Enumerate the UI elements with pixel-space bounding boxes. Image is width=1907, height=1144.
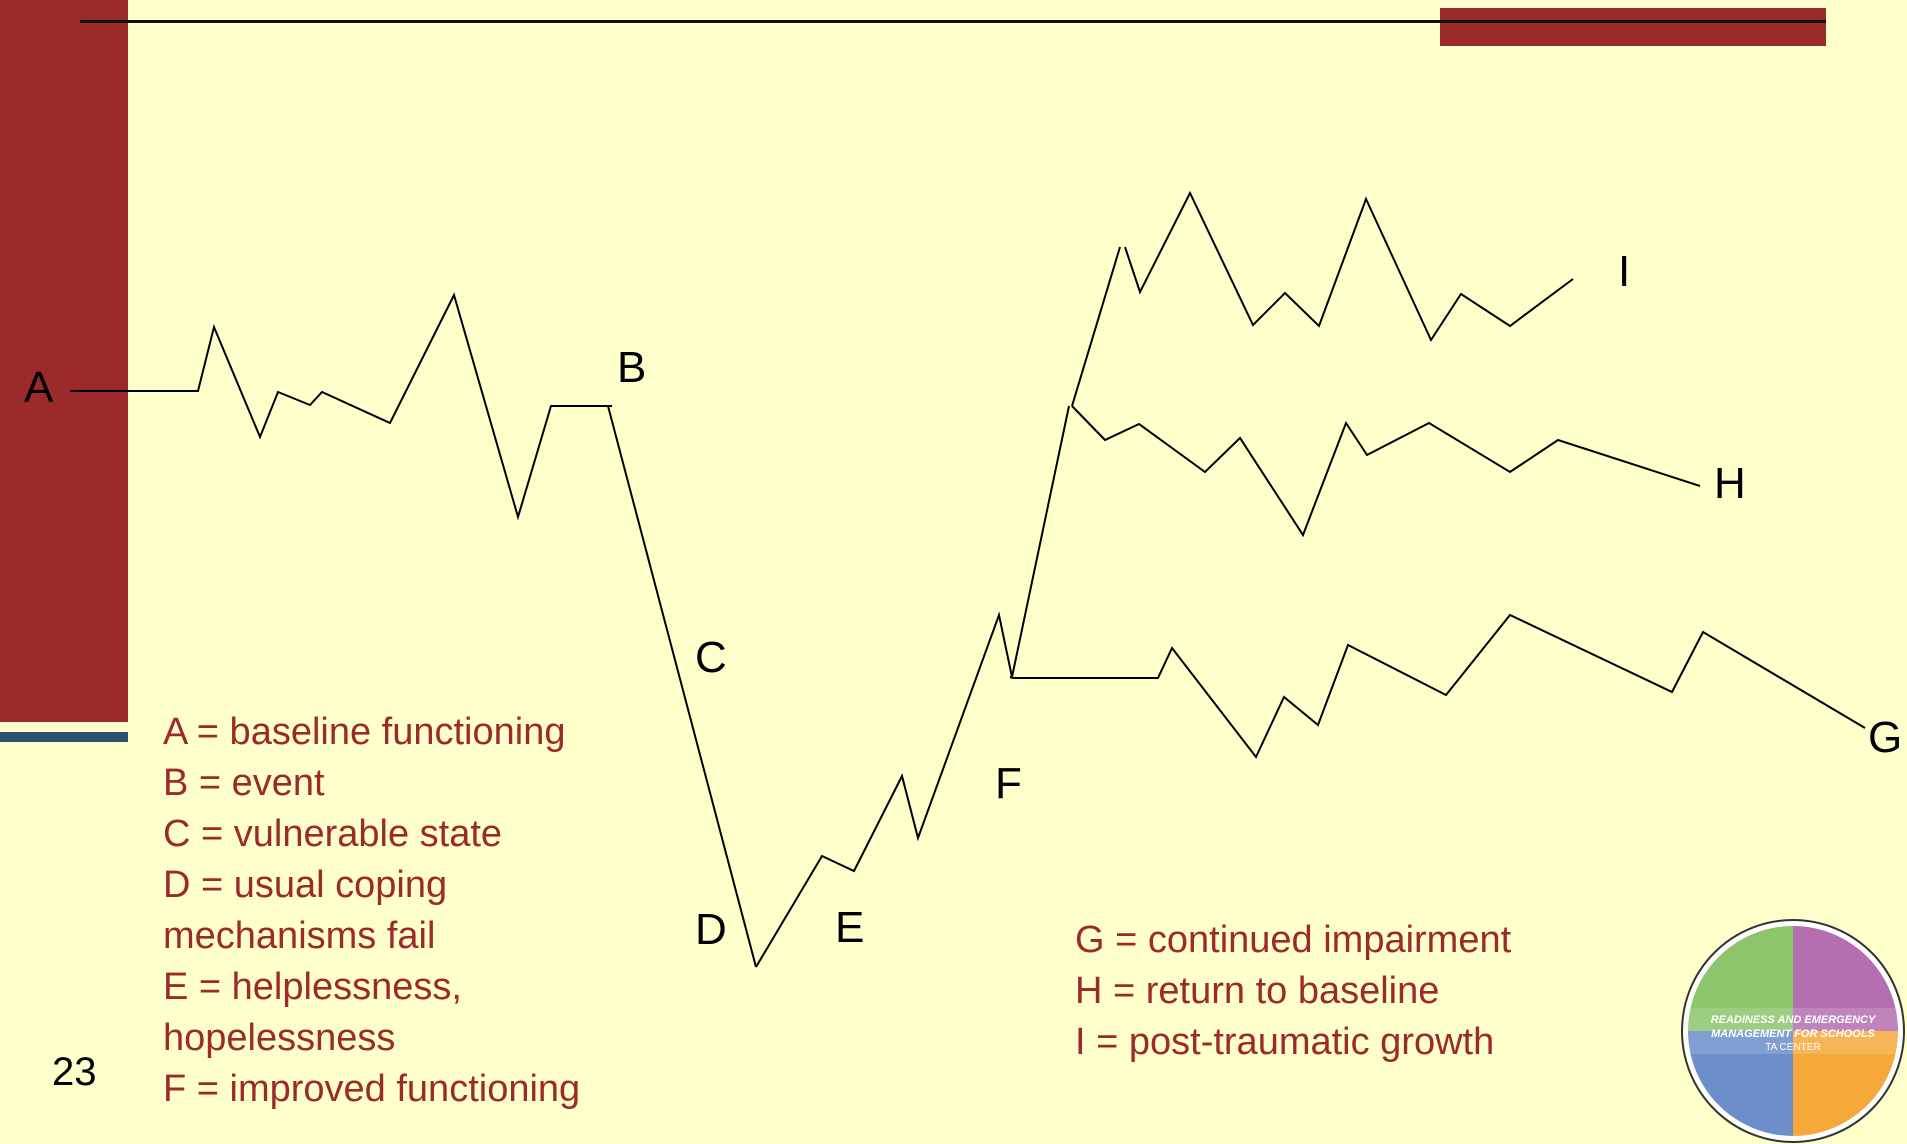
legend-left: A = baseline functioning B = event C = v… bbox=[163, 707, 580, 1115]
legend-item-e-cont: hopelessness bbox=[163, 1017, 396, 1059]
legend-item-d: D = usual coping bbox=[163, 864, 448, 906]
legend-item-g: G = continued impairment bbox=[1075, 919, 1512, 961]
point-label-e: E bbox=[835, 903, 865, 952]
legend-item-d-cont: mechanisms fail bbox=[163, 915, 436, 957]
top-accent-block bbox=[1440, 8, 1826, 46]
point-label-c: C bbox=[695, 633, 727, 682]
decline-path bbox=[607, 405, 757, 968]
trajectory-diagram bbox=[70, 190, 1866, 968]
point-label-i: I bbox=[1618, 247, 1631, 296]
legend-item-b: B = event bbox=[163, 762, 325, 804]
point-label-a: A bbox=[24, 363, 54, 412]
logo-line1: READINESS AND EMERGENCY bbox=[1711, 1014, 1877, 1026]
logo-line2: MANAGEMENT FOR SCHOOLS bbox=[1711, 1028, 1875, 1040]
branch-i-path bbox=[1071, 246, 1121, 407]
legend-item-e: E = helplessness, bbox=[163, 966, 462, 1008]
logo-line3: TA CENTER bbox=[1765, 1042, 1820, 1053]
point-label-f: F bbox=[995, 759, 1022, 808]
point-label-h: H bbox=[1714, 459, 1746, 508]
branch-i-top bbox=[1124, 190, 1574, 343]
legend-item-i: I = post-traumatic growth bbox=[1075, 1021, 1495, 1063]
point-label-b: B bbox=[617, 343, 647, 392]
branch-g-path bbox=[1009, 613, 1866, 759]
legend-right: G = continued impairment H = return to b… bbox=[1075, 915, 1511, 1068]
baseline-path bbox=[70, 292, 612, 521]
left-accent-stripe bbox=[0, 732, 128, 742]
legend-item-h: H = return to baseline bbox=[1075, 970, 1440, 1012]
left-accent-bar bbox=[0, 0, 128, 722]
legend-item-c: C = vulnerable state bbox=[163, 813, 503, 855]
legend-item-a: A = baseline functioning bbox=[163, 711, 566, 753]
top-rule bbox=[80, 20, 1825, 23]
rems-logo-icon: READINESS AND EMERGENCY MANAGEMENT FOR S… bbox=[1681, 919, 1905, 1143]
branch-h-path bbox=[1071, 405, 1701, 538]
recovery-path bbox=[755, 611, 1013, 968]
point-label-d: D bbox=[695, 905, 727, 954]
point-label-g: G bbox=[1868, 713, 1903, 762]
slide-number: 23 bbox=[52, 1050, 97, 1094]
legend-item-f: F = improved functioning bbox=[163, 1068, 581, 1110]
branch-h-rise bbox=[1011, 405, 1070, 678]
